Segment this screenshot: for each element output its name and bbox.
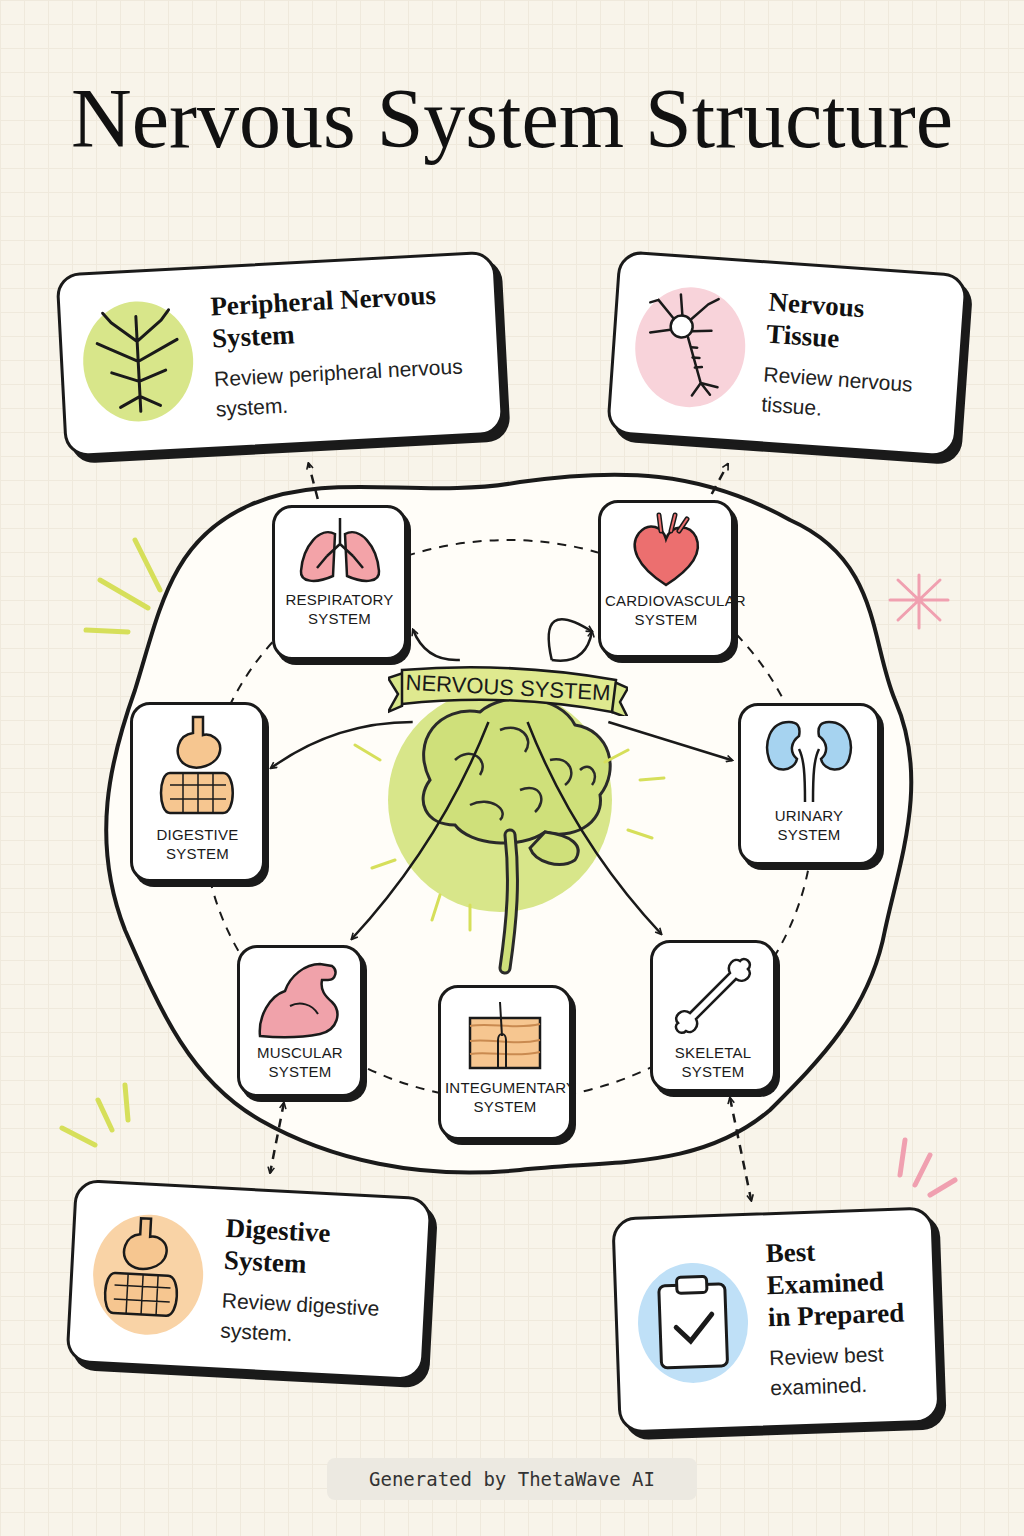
system-box: MUSCULAR SYSTEM [237,945,363,1097]
card-body: Review peripheral nervous system. [213,351,480,425]
organ-icon [657,951,769,1041]
card-body: Review digestive system. [220,1286,405,1355]
dashed-link-arrow [712,464,728,494]
card-heading: Digestive System [223,1212,408,1285]
system-label: RESPIRATORY SYSTEM [279,590,400,628]
organ-icon [745,714,873,804]
system-label: NERVOUS SYSTEM [387,660,629,717]
card-heading: Best Examined in Prepared [765,1232,914,1333]
system-label: DIGESTIVE SYSTEM [137,825,258,863]
organ-icon [137,713,258,823]
card-heading: Peripheral Nervous System [210,277,477,355]
card-body: Review nervous tissue. [760,359,938,431]
icon-circle [636,1261,750,1385]
connector-arrow [552,631,592,660]
organ-icon [279,516,400,588]
dashed-link-arrow [270,1103,284,1173]
connector-arrow [413,630,460,660]
diagram-title: Nervous System Structure [0,70,1024,167]
review-card: Nervous TissueReview nervous tissue. [606,250,968,458]
icon-circle [80,299,196,425]
system-label: URINARY SYSTEM [745,806,873,844]
system-label: SKELETAL SYSTEM [657,1043,769,1081]
system-label: MUSCULAR SYSTEM [244,1043,356,1081]
system-box: URINARY SYSTEM [738,703,880,865]
review-card: Best Examined in PreparedReview best exa… [611,1206,940,1433]
title-banner: NERVOUS SYSTEM [388,666,628,716]
connector-arrow [549,619,592,660]
system-box: CARDIOVASCULAR SYSTEM [598,500,734,658]
connector-arrow [608,722,732,760]
dashed-link-arrow [308,463,317,499]
spinal-cord [505,835,512,968]
system-box: SKELETAL SYSTEM [650,940,776,1092]
brain-glow [388,688,612,912]
review-card: Peripheral Nervous SystemReview peripher… [55,251,504,458]
dashed-link-arrow [730,1098,751,1200]
connector-arrow [352,722,489,939]
watermark-footer: Generated by ThetaWave AI [327,1458,697,1500]
system-box: INTEGUMENTARY SYSTEM [438,985,572,1140]
system-box: RESPIRATORY SYSTEM [272,505,407,660]
card-heading: Nervous Tissue [765,286,943,362]
sparkle-marks [62,540,955,1195]
icon-circle [90,1212,206,1338]
system-label: CARDIOVASCULAR SYSTEM [605,591,727,629]
organ-icon [244,956,356,1041]
card-body: Review best examined. [769,1338,917,1403]
organ-icon [605,511,727,589]
icon-circle [631,284,749,411]
review-card: Digestive SystemReview digestive system. [65,1179,432,1381]
body-blob [106,475,911,1173]
connector-arrow [528,722,662,934]
connector-arrow [271,722,413,768]
organ-icon [445,996,565,1076]
system-label: INTEGUMENTARY SYSTEM [445,1078,565,1116]
system-box: DIGESTIVE SYSTEM [130,702,265,882]
